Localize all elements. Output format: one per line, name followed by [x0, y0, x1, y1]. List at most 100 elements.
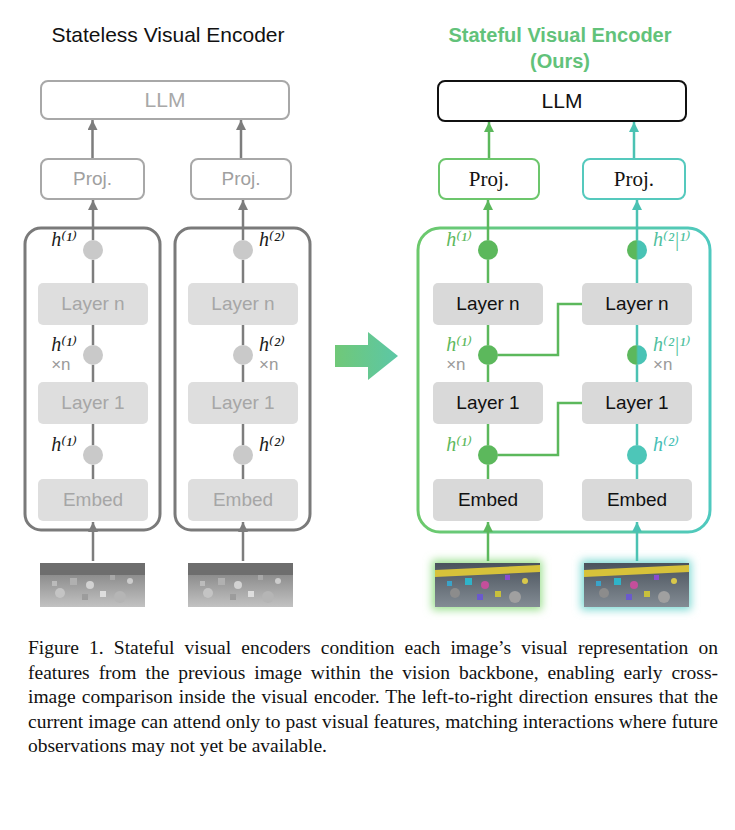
state-dot: h⁽¹⁾	[83, 240, 103, 260]
state-label: h⁽¹⁾	[51, 228, 77, 251]
state-label: h⁽²⁾	[653, 433, 679, 456]
connector-line	[242, 465, 245, 479]
connector-line	[487, 325, 490, 345]
input-arrow	[242, 522, 245, 561]
state-dot: h⁽²|¹⁾	[627, 240, 647, 260]
state-name: h⁽¹⁾	[51, 228, 77, 251]
connector-line	[91, 120, 94, 158]
state-label: h⁽¹⁾×n	[51, 333, 77, 374]
layer-box: Layer n	[582, 283, 692, 325]
layer-box: Layer n	[188, 283, 298, 325]
layer-box: Layer n	[433, 283, 543, 325]
state-name: h⁽²|¹⁾	[653, 228, 690, 251]
repeat-count: ×n	[259, 356, 285, 374]
box-text: Proj.	[469, 167, 509, 192]
layer-box: Embed	[582, 479, 692, 521]
connector-line	[242, 365, 245, 382]
connector-line	[487, 365, 490, 382]
box-text: Layer 1	[605, 392, 668, 414]
layer-box: Layer n	[38, 283, 148, 325]
image-glow	[432, 560, 542, 610]
box-text: Layer n	[61, 293, 124, 315]
connector-line	[636, 465, 639, 479]
input-image	[435, 563, 540, 607]
layer-box: Embed	[433, 479, 543, 521]
state-dot: h⁽²⁾	[233, 240, 253, 260]
state-dot: h⁽²⁾×n	[233, 345, 253, 365]
state-label: h⁽¹⁾	[446, 433, 472, 456]
image-glow	[581, 560, 691, 610]
state-label: h⁽²⁾	[259, 433, 285, 456]
state-dot: h⁽¹⁾	[478, 445, 498, 465]
state-dot: h⁽¹⁾	[83, 445, 103, 465]
state-label: h⁽²|¹⁾	[653, 228, 690, 251]
state-name: h⁽¹⁾	[446, 333, 472, 356]
connector-line	[92, 365, 95, 382]
input-image	[188, 563, 293, 607]
llm-box: LLM	[40, 80, 290, 120]
projection-box: Proj.	[582, 158, 686, 200]
connector-line	[636, 325, 639, 345]
box-text: Proj.	[614, 167, 654, 192]
encoder-container	[175, 228, 310, 530]
repeat-count: ×n	[446, 356, 472, 374]
figure-caption: Figure 1. Stateful visual encoders condi…	[28, 636, 718, 759]
box-text: LLM	[542, 89, 583, 113]
state-dot: h⁽¹⁾	[478, 240, 498, 260]
layer-box: Layer 1	[582, 382, 692, 424]
projection-box: Proj.	[190, 158, 292, 200]
box-text: Embed	[213, 489, 273, 511]
box-text: Proj.	[221, 168, 260, 190]
connector-line	[92, 325, 95, 345]
layer-box: Layer 1	[433, 382, 543, 424]
connector-line	[636, 260, 639, 283]
connector-line	[487, 424, 490, 445]
projection-box: Proj.	[40, 158, 145, 200]
connector-line	[92, 200, 95, 240]
box-text: Proj.	[73, 168, 112, 190]
panel-title: Stateful Visual Encoder (Ours)	[420, 22, 700, 74]
state-label: h⁽²⁾	[259, 228, 285, 251]
projection-box: Proj.	[438, 158, 540, 200]
connector-line	[636, 200, 639, 240]
state-dot: h⁽²|¹⁾×n	[627, 345, 647, 365]
connector-line	[487, 260, 490, 283]
box-text: Layer 1	[211, 392, 274, 414]
input-image	[584, 563, 689, 607]
connector-line	[636, 365, 639, 382]
state-name: h⁽²⁾	[259, 228, 285, 251]
state-label: h⁽²|¹⁾×n	[653, 333, 690, 374]
state-name: h⁽¹⁾	[446, 228, 472, 251]
state-dot: h⁽¹⁾×n	[83, 345, 103, 365]
connector-line	[487, 465, 490, 479]
state-name: h⁽²|¹⁾	[653, 333, 690, 356]
panel-title: Stateless Visual Encoder	[38, 22, 298, 48]
connector-line	[488, 122, 491, 158]
state-dot: h⁽²⁾	[233, 445, 253, 465]
state-name: h⁽¹⁾	[446, 433, 472, 456]
transition-arrow	[335, 332, 398, 380]
state-name: h⁽²⁾	[653, 433, 679, 456]
layer-box: Embed	[188, 479, 298, 521]
connector-line	[92, 424, 95, 445]
state-name: h⁽²⁾	[259, 333, 285, 356]
connector-line	[242, 424, 245, 445]
layer-box: Layer 1	[38, 382, 148, 424]
layer-box: Layer 1	[188, 382, 298, 424]
connector-line	[636, 424, 639, 445]
encoder-container	[418, 228, 710, 532]
input-arrow	[487, 522, 490, 561]
state-name: h⁽²⁾	[259, 433, 285, 456]
input-image	[40, 563, 145, 607]
state-name: h⁽¹⁾	[51, 333, 77, 356]
llm-box: LLM	[437, 80, 687, 122]
connector-line	[633, 122, 636, 158]
box-text: Embed	[607, 489, 667, 511]
state-label: h⁽¹⁾×n	[446, 333, 472, 374]
box-text: Embed	[63, 489, 123, 511]
encoder-container	[25, 228, 160, 530]
box-text: Embed	[458, 489, 518, 511]
state-name: h⁽¹⁾	[51, 433, 77, 456]
box-text: Layer n	[211, 293, 274, 315]
box-text: Layer n	[456, 293, 519, 315]
